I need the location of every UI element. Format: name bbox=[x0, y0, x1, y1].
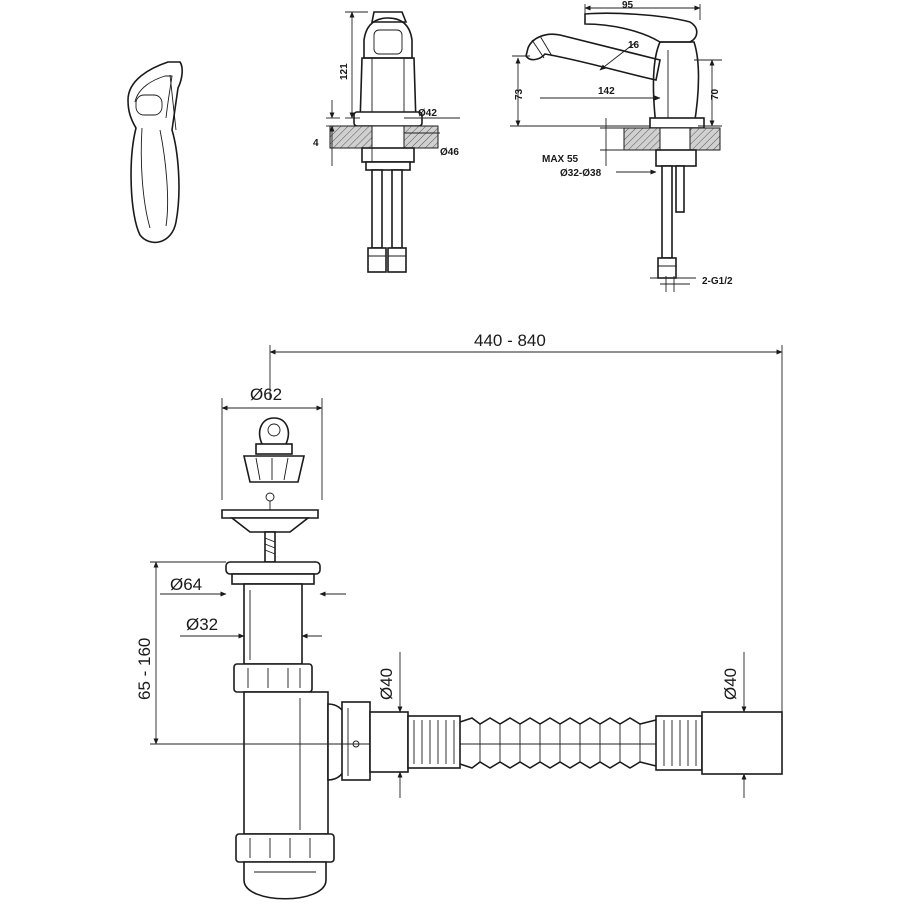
dim-70-label: 70 bbox=[710, 88, 721, 100]
dim-height-label: 65 - 160 bbox=[135, 638, 154, 700]
siphon-drawing bbox=[150, 345, 783, 900]
dim-73-label: 73 bbox=[514, 88, 525, 100]
dim-d62-label: Ø62 bbox=[250, 385, 282, 404]
dim-d46-label: Ø46 bbox=[440, 147, 459, 158]
dim-d32-38-label: Ø32-Ø38 bbox=[560, 168, 602, 179]
dim-length-label: 440 - 840 bbox=[474, 331, 546, 350]
dim-max55-label: MAX 55 bbox=[542, 154, 579, 165]
dim-142-label: 142 bbox=[598, 86, 615, 97]
dim-95-label: 95 bbox=[622, 0, 634, 11]
dim-d42-label: Ø42 bbox=[418, 108, 437, 119]
dim-d40-right-label: Ø40 bbox=[721, 668, 740, 700]
faucet-front-view bbox=[326, 11, 460, 273]
dim-4-label: 4 bbox=[313, 138, 319, 149]
faucet-side-view bbox=[510, 4, 722, 292]
dim-2g12-label: 2-G1/2 bbox=[702, 276, 733, 287]
dim-d32-label: Ø32 bbox=[186, 615, 218, 634]
dim-d40-left-label: Ø40 bbox=[377, 668, 396, 700]
dim-121-label: 121 bbox=[339, 63, 350, 80]
faucet-handle-view bbox=[127, 61, 183, 244]
dim-16-label: 16 bbox=[628, 40, 640, 51]
dim-d64-label: Ø64 bbox=[170, 575, 202, 594]
